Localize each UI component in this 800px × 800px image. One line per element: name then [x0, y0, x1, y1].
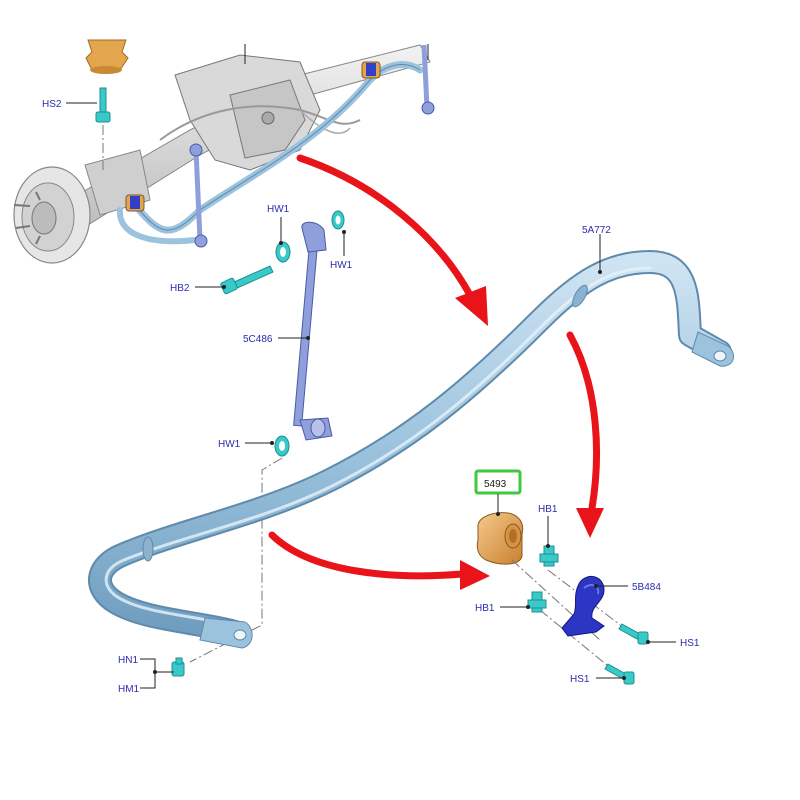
arrow-head-right [576, 508, 604, 538]
callout-hm1: HM1 [118, 684, 140, 695]
callout-5c486: 5C486 [243, 334, 273, 345]
callout-hb2: HB2 [170, 283, 190, 294]
end-link-5c486 [293, 221, 333, 441]
callout-5493: 5493 [484, 479, 507, 490]
washer-hw1-lower-icon [274, 435, 290, 457]
callout-hs1-lower: HS1 [570, 674, 590, 685]
callout-hs2: HS2 [42, 99, 62, 110]
callout-hw1-top: HW1 [267, 204, 290, 215]
highlight-box-5493 [474, 469, 522, 495]
callout-5b484: 5B484 [632, 582, 661, 593]
nut-hn1-icon [171, 657, 185, 677]
leader-bracket-hn1-hm1 [140, 658, 156, 689]
callout-hb1-upper: HB1 [538, 504, 558, 515]
nut-hb1-lower-icon [527, 591, 547, 613]
stabilizer-bar-5a772 [88, 250, 735, 649]
brake-disc [13, 166, 91, 264]
callout-hn1: HN1 [118, 655, 138, 666]
bolt-hs2-icon [95, 87, 111, 170]
bushing-5493 [476, 512, 524, 565]
arrow-head-upper [455, 286, 488, 326]
jounce-bumper [85, 39, 129, 74]
bolt-hs1-upper-icon [618, 623, 649, 645]
washer-hw1-right-icon [331, 210, 345, 230]
callout-hb1-lower: HB1 [475, 603, 495, 614]
red-arrows [268, 154, 604, 590]
callout-5a772: 5A772 [582, 225, 611, 236]
callout-hs1-upper: HS1 [680, 638, 700, 649]
bolt-hs1-lower-icon [604, 663, 635, 685]
arrow-head-lower [460, 560, 490, 590]
callout-hw1-right: HW1 [330, 260, 353, 271]
rear-axle-assembly [13, 39, 435, 264]
callout-hw1-lower: HW1 [218, 439, 241, 450]
bolt-hb2-icon [220, 265, 274, 295]
washer-hw1-top-icon [275, 241, 291, 263]
nut-hb1-upper-icon [539, 545, 559, 567]
